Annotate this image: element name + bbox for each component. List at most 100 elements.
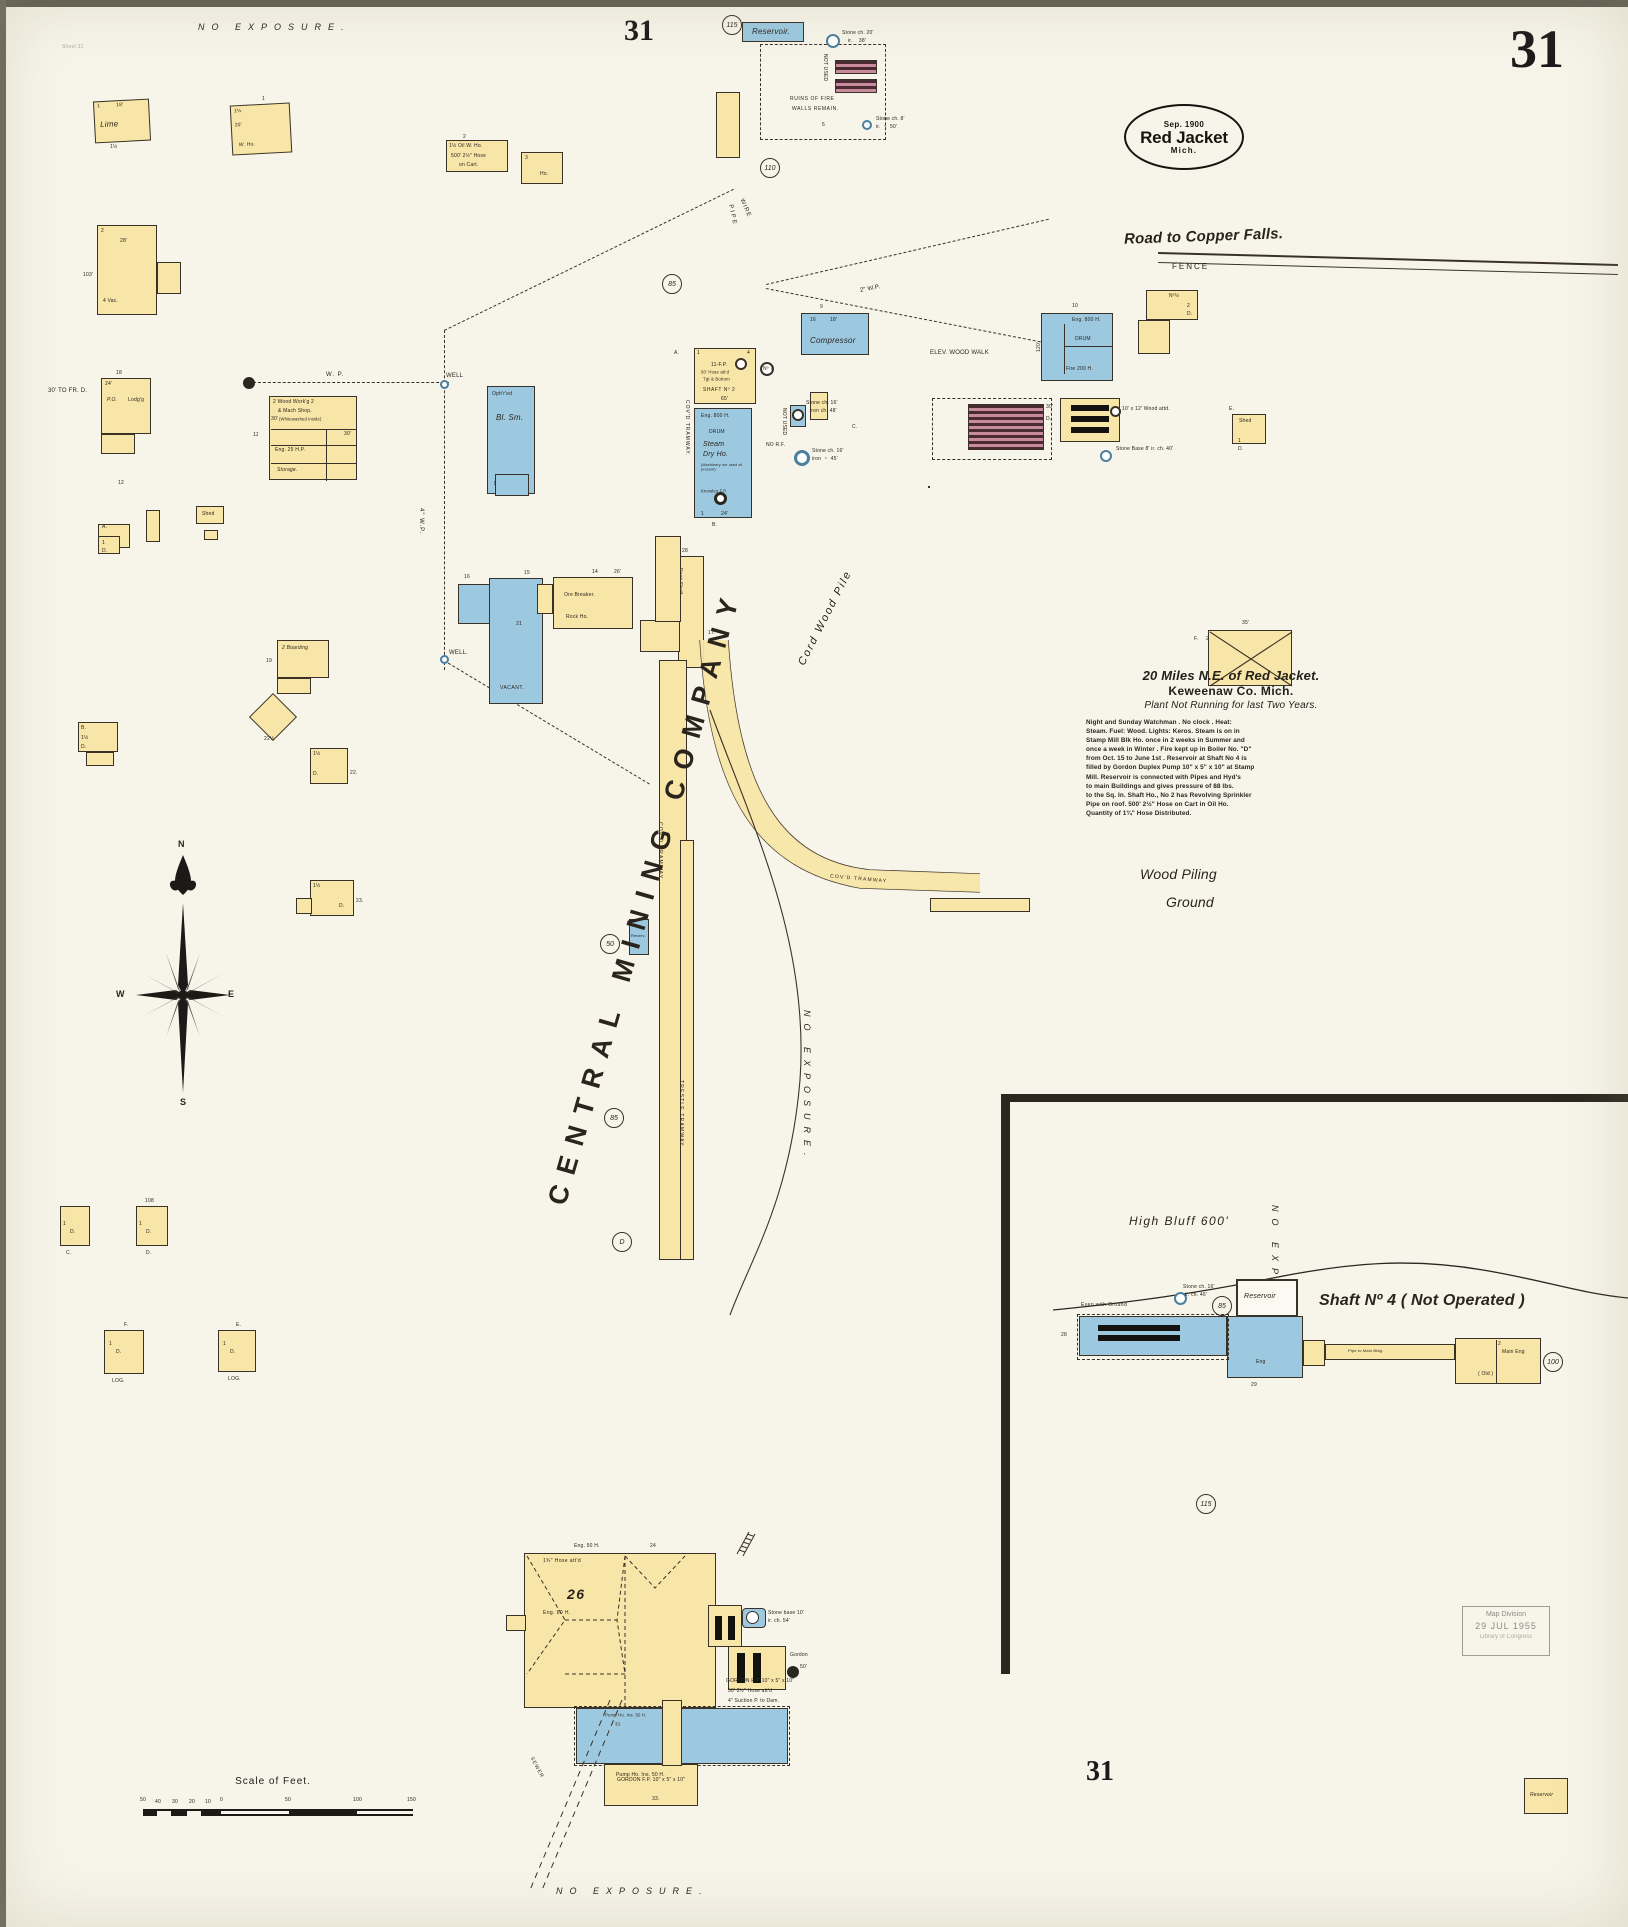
sdh-dim: 24' <box>721 511 729 517</box>
title-state: Mich. <box>1170 145 1198 155</box>
inset-no-29: 29 <box>1251 1382 1257 1388</box>
libstamp-line2: 29 JUL 1955 <box>1475 1621 1537 1632</box>
building-boarding-wing <box>277 678 311 694</box>
shede2-d: D. <box>1238 446 1244 452</box>
inset-shaft-building <box>1079 1316 1227 1356</box>
building-vacant21-annex <box>537 584 553 614</box>
stamp-stone-note: Stone base 10' <box>768 1610 805 1616</box>
desc-body-line-1: Steam. Fuel: Wood. Lights: Keros. Steam … <box>1086 728 1240 736</box>
ww-whitewash: (Whitewashed inside) <box>279 417 322 422</box>
scale-tick-30: 30 <box>172 1799 178 1805</box>
boundary-dash-4 <box>443 660 650 785</box>
building-compressor: 16 18' Compressor <box>801 313 869 355</box>
shedb-stories: 1½ <box>81 735 89 741</box>
scale-tick-100: 100 <box>353 1797 362 1803</box>
building-d-108: 1 D. <box>136 1206 168 1246</box>
shed23-number: 23. <box>356 898 364 904</box>
tramway-trestle <box>680 840 694 1260</box>
scale-title: Scale of Feet. <box>235 1776 311 1787</box>
title-place: Red Jacket <box>1140 127 1228 147</box>
elev-wood-walk-label: ELEV. WOOD WALK <box>930 350 989 356</box>
inset-main-eng-label: Main Eng <box>1502 1349 1525 1355</box>
ww-line2: & Mach Shop. <box>278 408 312 414</box>
ww-block-number: 11 <box>253 432 259 438</box>
boundary-dash-3 <box>766 218 1049 285</box>
compass-north: N <box>178 839 185 849</box>
desc-body-line-8: to the Sq. In. Shaft Ho., No 2 has Revol… <box>1086 791 1252 799</box>
covd-tramway-label-vert: COV'D TRAMWAY. <box>684 400 690 457</box>
stampmill-no25: 24 <box>650 1543 656 1549</box>
scale-tick-20: 20 <box>189 1799 195 1805</box>
compass-south: S <box>180 1097 187 1107</box>
vac103-len: 103' <box>83 272 94 278</box>
page-number-top-center: 31 <box>624 14 654 47</box>
building-shed-e-wing <box>1138 320 1170 354</box>
building-shaft-no2: 1 4 11-F.P. 50' Hose att'd Tgt & Bottom … <box>694 348 756 404</box>
boiler-c-stone-note-2: Stone ch. 16' <box>812 448 844 454</box>
desc-body-line-3: once a week in Winter . Fire kept up in … <box>1086 746 1252 754</box>
desc-line2: Keweenaw Co. Mich. <box>1168 684 1294 698</box>
inset-pipe-label: Pipe to Main Bldg. <box>1348 1349 1384 1354</box>
tramway-end-section <box>930 898 1030 912</box>
eng10-eng: Eng. 800 H. <box>1072 317 1101 323</box>
lime-stories: 1 <box>97 103 101 110</box>
building-shed-b: B. 1½ D. <box>78 722 118 752</box>
diamond-shed-number: 22½ <box>264 736 275 742</box>
lime-label: Lime <box>99 119 119 130</box>
who-label: W. Ho. <box>238 141 256 149</box>
oilho-number: 2 <box>463 134 466 140</box>
po-below-number: 12 <box>118 480 124 486</box>
compressor-width: 18' <box>830 317 838 323</box>
sdh-pump-marker <box>714 492 727 505</box>
inset-chimney-marker <box>1174 1292 1187 1305</box>
inset-shaft-dash <box>1077 1314 1229 1360</box>
sdh-knowles: Knowles F.P. <box>701 489 728 495</box>
ww-storage: Storage. <box>277 467 298 473</box>
chimney-marker-top <box>826 34 840 48</box>
vacf2-letter: F. <box>1194 636 1199 642</box>
trestle-tramway-label: TRESTLE TRAMWAY. <box>678 1080 684 1149</box>
round-marker-110: 110 <box>760 158 780 178</box>
boiler-c-outline <box>932 398 1052 460</box>
eng10-stone-base: Stone Base 8' ir. ch. 40' <box>1116 446 1174 452</box>
ww-line1: 2 Wood Work'g 2 <box>273 399 315 405</box>
building-w-ho: 1½ 20' W. Ho. <box>229 102 293 156</box>
round-marker-d-1: D <box>612 1232 632 1252</box>
dc-letter: C. <box>66 1250 72 1256</box>
gordon-pump-marker <box>787 1666 799 1678</box>
sewer-lines <box>529 1700 623 1891</box>
ww-dim-right: 30' <box>344 431 352 437</box>
stone-chimney-note-top-2: Stone ch. 8' <box>876 116 905 122</box>
gordon-suction-note: 4" Suction P. to Dam. <box>728 1698 780 1704</box>
shed23-stories: 1½ <box>313 883 321 889</box>
building-vac-103: 2 28' 4 Vac. <box>97 225 157 315</box>
inset-pipe-corridor: Pipe to Main Bldg. <box>1325 1344 1455 1360</box>
pumpho-number: 33. <box>652 1796 660 1802</box>
building-rock-shaft-wing <box>640 620 680 652</box>
orebreaker-num: 14 <box>592 569 598 575</box>
boiler-c-chimney-bottom <box>794 450 810 466</box>
shed23-d: D. <box>339 903 345 909</box>
small3-number: 3 <box>525 155 528 161</box>
building-small-shed-compressor <box>810 392 828 420</box>
building-mill-engine: Pump Ho. Ins. 50 H. 33. <box>576 1708 788 1764</box>
round-marker-85-a: 85 <box>662 274 682 294</box>
building-shed-a-2 <box>146 510 160 542</box>
scale-tick-10: 10 <box>205 1799 211 1805</box>
building-lime: 1 18' Lime <box>92 98 152 144</box>
no-exposure-label-bottom: NO EXPOSURE. <box>556 1886 709 1896</box>
dc-stories: 1 <box>63 1221 66 1227</box>
building-wood-working-mach-shop: 2 Wood Work'g 2 & Mach Shop. (Whitewashe… <box>269 396 357 481</box>
boiler-c-iron-note-2: iron ~ 45' <box>812 456 838 462</box>
fence-label: FENCE <box>1172 262 1210 271</box>
inset-stone-note-2: ir. ch. 46' <box>1185 1292 1208 1298</box>
logf-log: LOG. <box>112 1378 125 1384</box>
bluff-profile-line <box>1053 1262 1628 1311</box>
ruins-outline <box>760 44 886 140</box>
blsm-ophd: Oph'r'ed <box>492 391 513 397</box>
page-left-edge <box>0 0 6 1927</box>
round-marker-115-top: 115 <box>722 15 742 35</box>
building-shed-22: 1½ D. <box>310 748 348 784</box>
sdh-one: 1 <box>701 511 704 517</box>
